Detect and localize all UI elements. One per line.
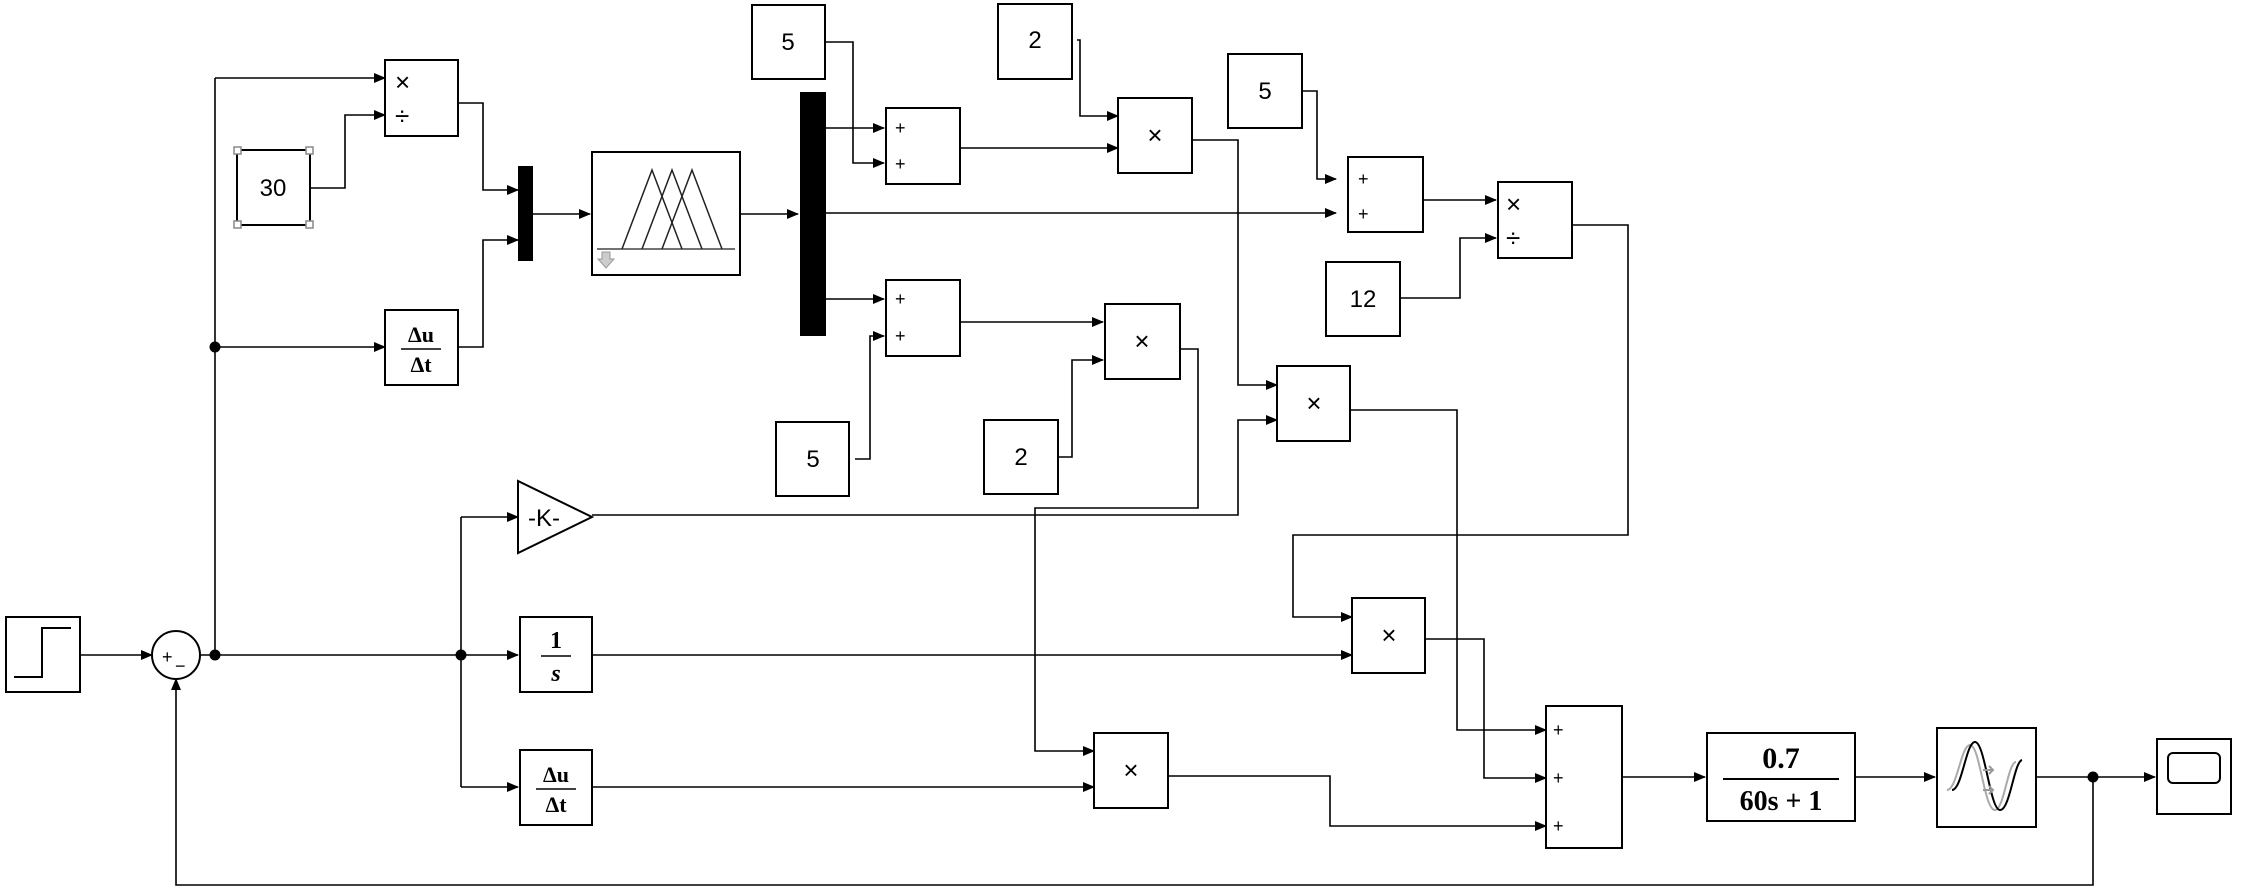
gain-block[interactable]: -K- [517,479,595,555]
product-4-times-sign: × [1123,755,1138,785]
divide-block-top-divide-sign: ÷ [395,101,409,131]
product-block-4[interactable]: × [1093,732,1169,809]
constant-5-right-value: 5 [1258,78,1271,105]
demux-block[interactable] [800,92,826,336]
derivative-block-bottom[interactable]: Δu Δt [519,749,593,826]
divide-block-top[interactable]: × ÷ [384,59,459,137]
sum-bottom-plus-2: + [895,326,906,346]
sum-top-plus-1: + [895,118,906,138]
sum-right-plus-2: + [1358,204,1369,224]
error-sum-minus-sign: − [175,656,186,676]
product-block-2[interactable]: × [1104,303,1181,380]
integrator-numerator: 1 [550,628,562,654]
product-block-5[interactable]: × [1351,597,1426,674]
sum-block-bottom[interactable]: + + [885,279,961,357]
constant-30-value: 30 [260,175,287,202]
constant-2-top-block[interactable]: 2 [997,3,1073,80]
sum-bottom-plus-1: + [895,289,906,309]
gain-value: -K- [528,505,560,532]
product-3-times-sign: × [1306,388,1321,418]
constant-5-bottom-value: 5 [806,446,819,473]
constant-2-bottom-block[interactable]: 2 [983,419,1059,495]
divide-block-right[interactable]: × ÷ [1497,181,1573,259]
sum-final-plus-1: + [1553,720,1564,740]
divide-right-times-sign: × [1506,189,1521,219]
constant-5-bottom-block[interactable]: 5 [775,421,850,497]
integrator-denominator: s [550,661,560,687]
transfer-function-denominator: 60s + 1 [1740,786,1823,817]
signal-lines [80,39,2156,886]
constant-12-value: 12 [1350,286,1377,313]
error-sum-plus-sign: + [162,647,173,667]
sum-block-top[interactable]: + + [885,107,961,185]
product-2-times-sign: × [1134,326,1149,356]
constant-12-block[interactable]: 12 [1325,261,1401,337]
junction-points [209,341,2099,783]
sum-final-plus-2: + [1553,768,1564,788]
mux-block[interactable] [518,166,533,261]
constant-30-block[interactable]: 30 [233,146,314,229]
product-1-times-sign: × [1147,120,1162,150]
sum-top-plus-2: + [895,154,906,174]
constant-5-right-block[interactable]: 5 [1227,53,1303,129]
constant-5-top-block[interactable]: 5 [751,4,826,80]
transport-delay-block[interactable] [1936,727,2037,828]
membership-functions-icon [621,167,723,250]
derivative-block-top[interactable]: Δu Δt [384,309,459,386]
scope-icon [2167,752,2221,784]
divide-block-top-times-sign: × [395,67,410,97]
product-block-3[interactable]: × [1276,365,1351,442]
divide-right-divide-sign: ÷ [1506,223,1520,253]
product-5-times-sign: × [1381,620,1396,650]
derivative-top-denominator: Δt [410,352,432,377]
sum-final-plus-3: + [1553,816,1564,836]
down-arrow-icon [596,251,616,269]
sum-block-right[interactable]: + + [1347,156,1424,233]
constant-2-bottom-value: 2 [1014,444,1027,471]
step-icon [14,627,71,678]
transfer-function-numerator: 0.7 [1762,742,1800,775]
integrator-block[interactable]: 1 s [519,616,593,693]
transport-delay-icon [1946,740,2023,812]
derivative-bottom-denominator: Δt [545,792,567,817]
constant-5-top-value: 5 [781,29,794,56]
product-block-1[interactable]: × [1117,97,1193,174]
scope-block[interactable] [2156,738,2232,815]
constant-2-top-value: 2 [1028,27,1041,54]
error-sum-block[interactable]: + − [151,630,201,680]
sum-block-final[interactable]: + + + [1545,705,1623,849]
derivative-bottom-numerator: Δu [543,762,569,787]
transfer-function-block[interactable]: 0.7 60s + 1 [1706,732,1856,822]
fuzzy-logic-controller-block[interactable] [591,151,741,276]
derivative-top-numerator: Δu [408,322,434,347]
sum-right-plus-1: + [1358,169,1369,189]
step-block[interactable] [5,616,81,693]
